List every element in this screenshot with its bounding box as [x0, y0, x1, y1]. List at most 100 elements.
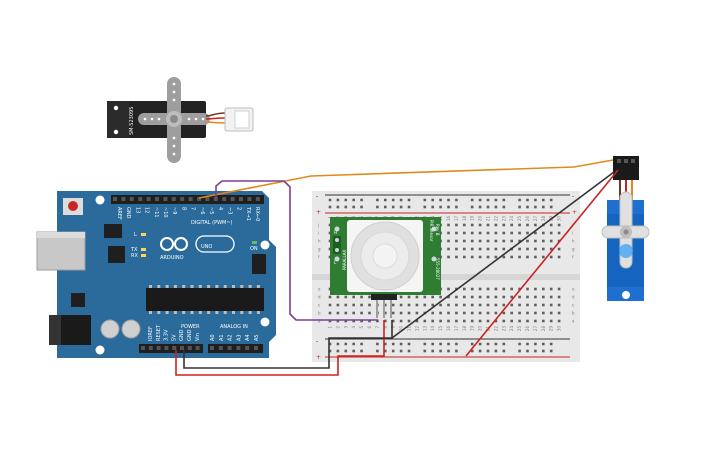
terminal-hole[interactable] [455, 295, 458, 299]
terminal-hole[interactable] [368, 311, 371, 315]
terminal-hole[interactable] [463, 223, 466, 227]
rail-hole[interactable] [486, 342, 490, 346]
wire-red-5v[interactable] [175, 320, 385, 376]
header-socket[interactable] [255, 197, 260, 201]
rail-hole[interactable] [502, 205, 506, 209]
rail-hole[interactable] [494, 342, 498, 346]
terminal-hole[interactable] [542, 311, 545, 315]
terminal-hole[interactable] [415, 303, 419, 307]
header-socket[interactable] [210, 346, 214, 350]
terminal-hole[interactable] [447, 303, 450, 307]
terminal-hole[interactable] [486, 239, 490, 243]
terminal-hole[interactable] [439, 311, 442, 315]
terminal-hole[interactable] [518, 247, 521, 251]
rail-hole[interactable] [391, 349, 395, 353]
rail-hole[interactable] [376, 342, 379, 346]
rail-hole[interactable] [328, 198, 332, 202]
terminal-hole[interactable] [407, 311, 411, 315]
terminal-hole[interactable] [470, 319, 474, 323]
terminal-hole[interactable] [534, 255, 537, 259]
terminal-hole[interactable] [368, 295, 371, 299]
terminal-hole[interactable] [478, 319, 482, 323]
terminal-hole[interactable] [494, 247, 498, 251]
header-socket[interactable] [195, 346, 200, 350]
rail-hole[interactable] [478, 198, 482, 202]
terminal-hole[interactable] [502, 247, 506, 251]
rail-hole[interactable] [407, 205, 411, 209]
rail-hole[interactable] [526, 205, 529, 209]
rail-hole[interactable] [526, 349, 529, 353]
terminal-hole[interactable] [486, 319, 490, 323]
terminal-hole[interactable] [478, 295, 482, 299]
rail-hole[interactable] [360, 349, 363, 353]
terminal-hole[interactable] [478, 287, 482, 291]
terminal-hole[interactable] [494, 319, 498, 323]
terminal-hole[interactable] [328, 295, 332, 299]
terminal-hole[interactable] [360, 295, 363, 299]
rail-hole[interactable] [360, 198, 363, 202]
terminal-hole[interactable] [470, 223, 474, 227]
rail-hole[interactable] [336, 198, 340, 202]
terminal-hole[interactable] [549, 319, 553, 323]
terminal-hole[interactable] [526, 255, 529, 259]
header-socket[interactable] [155, 197, 159, 201]
rail-hole[interactable] [336, 205, 340, 209]
rail-hole[interactable] [423, 349, 427, 353]
header-socket[interactable] [230, 197, 235, 201]
terminal-hole[interactable] [549, 295, 553, 299]
terminal-hole[interactable] [447, 247, 450, 251]
rail-hole[interactable] [384, 205, 387, 209]
terminal-hole[interactable] [470, 231, 474, 235]
terminal-hole[interactable] [510, 255, 513, 259]
terminal-hole[interactable] [431, 295, 434, 299]
terminal-hole[interactable] [557, 319, 561, 323]
header-socket[interactable] [239, 197, 243, 201]
terminal-hole[interactable] [391, 303, 395, 307]
header-socket[interactable] [222, 197, 227, 201]
terminal-hole[interactable] [549, 223, 553, 227]
header-socket[interactable] [245, 346, 250, 350]
terminal-hole[interactable] [557, 287, 561, 291]
terminal-hole[interactable] [470, 295, 474, 299]
rail-hole[interactable] [423, 198, 427, 202]
header-socket[interactable] [146, 197, 151, 201]
terminal-hole[interactable] [447, 295, 450, 299]
terminal-hole[interactable] [431, 311, 434, 315]
terminal-hole[interactable] [542, 255, 545, 259]
terminal-hole[interactable] [549, 287, 553, 291]
terminal-hole[interactable] [352, 311, 355, 315]
terminal-hole[interactable] [407, 303, 411, 307]
header-socket[interactable] [121, 197, 126, 201]
terminal-hole[interactable] [455, 231, 458, 235]
terminal-hole[interactable] [494, 231, 498, 235]
terminal-hole[interactable] [478, 311, 482, 315]
terminal-hole[interactable] [455, 223, 458, 227]
terminal-hole[interactable] [486, 231, 490, 235]
rail-hole[interactable] [549, 342, 553, 346]
header-socket[interactable] [205, 197, 210, 201]
terminal-hole[interactable] [494, 303, 498, 307]
rail-hole[interactable] [470, 342, 474, 346]
terminal-hole[interactable] [526, 303, 529, 307]
terminal-hole[interactable] [344, 311, 348, 315]
rail-hole[interactable] [352, 205, 355, 209]
rail-hole[interactable] [431, 342, 434, 346]
terminal-hole[interactable] [502, 231, 506, 235]
terminal-hole[interactable] [328, 303, 332, 307]
rail-hole[interactable] [399, 342, 403, 346]
rail-hole[interactable] [518, 342, 521, 346]
header-socket[interactable] [172, 346, 177, 350]
terminal-hole[interactable] [431, 303, 434, 307]
rail-hole[interactable] [439, 198, 442, 202]
terminal-hole[interactable] [494, 295, 498, 299]
terminal-hole[interactable] [384, 311, 387, 315]
rail-hole[interactable] [494, 198, 498, 202]
terminal-hole[interactable] [463, 255, 466, 259]
terminal-hole[interactable] [336, 303, 340, 307]
terminal-hole[interactable] [526, 231, 529, 235]
rail-hole[interactable] [470, 205, 474, 209]
header-socket[interactable] [236, 346, 241, 350]
terminal-hole[interactable] [557, 295, 561, 299]
rail-hole[interactable] [399, 205, 403, 209]
terminal-hole[interactable] [518, 319, 521, 323]
